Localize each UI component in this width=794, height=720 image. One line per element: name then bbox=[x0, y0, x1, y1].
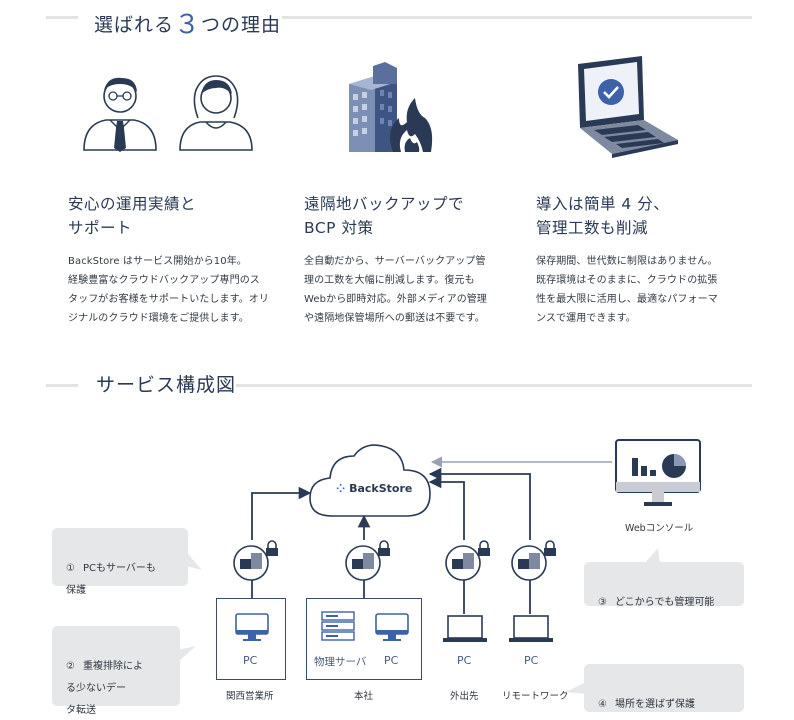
reason-title-line2: BCP 対策 bbox=[304, 219, 374, 237]
reason-card-2: 遠隔地バックアップで BCP 対策 全自動だから、サーバーバックアップ管 理の工… bbox=[304, 192, 534, 328]
callout-pointer bbox=[644, 548, 660, 564]
reasons-section-header: 選ばれる３つの理由 bbox=[46, 2, 752, 40]
reason-title-line2: サポート bbox=[68, 219, 133, 237]
device-label: PC bbox=[457, 654, 472, 667]
laptop-check-icon bbox=[578, 56, 678, 158]
reasons-section-title: 選ばれる３つの理由 bbox=[94, 10, 282, 40]
header-rule-right bbox=[282, 16, 752, 19]
reason-title: 遠隔地バックアップで bbox=[304, 195, 465, 213]
laptop-icon bbox=[509, 615, 553, 642]
backstore-logo-icon: ⁘ bbox=[336, 482, 346, 495]
pc-monitor-icon bbox=[235, 613, 269, 641]
server-icon bbox=[321, 611, 355, 641]
device-label: PC bbox=[243, 654, 258, 667]
reason-description: 保存期間、世代数に制限はありません。 既存環境はそのままに、クラウドの拡張 性を… bbox=[536, 256, 718, 324]
support-staff-icon bbox=[83, 75, 253, 152]
location-label: 関西営業所 bbox=[226, 691, 274, 702]
device-label: 物理サーバ bbox=[314, 656, 367, 668]
callout-pointer bbox=[566, 682, 586, 694]
location-label: 本社 bbox=[354, 691, 374, 702]
reason-card-1: 安心の運用実績と サポート BackStore はサービス開始から10年。 経験… bbox=[68, 192, 298, 328]
location-label: 外出先 bbox=[450, 691, 479, 702]
header-rule-right bbox=[236, 384, 752, 387]
diagram-section-title: サービス構成図 bbox=[96, 374, 237, 396]
reason-title: 安心の運用実績と bbox=[68, 195, 197, 213]
building-fire-icon bbox=[349, 62, 433, 152]
device-label: PC bbox=[524, 654, 539, 667]
lock-icon bbox=[345, 540, 390, 581]
backstore-cloud-icon bbox=[309, 444, 431, 517]
web-console-label: Webコンソール bbox=[625, 523, 694, 534]
web-console-monitor-icon bbox=[615, 439, 701, 506]
lock-icon bbox=[511, 540, 556, 581]
reason-description: 全自動だから、サーバーバックアップ管 理の工数を大幅に削減します。復元も Web… bbox=[304, 256, 488, 324]
reason-card-3: 導入は簡単 4 分、 管理工数も削減 保存期間、世代数に制限はありません。 既存… bbox=[536, 192, 766, 328]
callout-pointer bbox=[186, 552, 202, 570]
reason-description: BackStore はサービス開始から10年。 経験豊富なクラウドバックアップ専… bbox=[68, 256, 269, 324]
lock-icon bbox=[445, 540, 490, 581]
header-rule-left bbox=[46, 16, 78, 19]
diagram-section-header: サービス構成図 bbox=[46, 370, 752, 400]
header-rule-left bbox=[46, 384, 78, 387]
location-label: リモートワーク bbox=[502, 691, 569, 702]
cloud-service-label: ⁘ BackStore bbox=[336, 482, 413, 495]
device-label: PC bbox=[384, 654, 399, 667]
reason-title-line2: 管理工数も削減 bbox=[536, 219, 649, 237]
callout-pointer bbox=[178, 646, 196, 662]
pc-monitor-icon bbox=[375, 613, 409, 641]
laptop-icon bbox=[443, 615, 487, 642]
lock-icon bbox=[233, 540, 278, 581]
reason-title: 導入は簡単 4 分、 bbox=[536, 195, 670, 213]
